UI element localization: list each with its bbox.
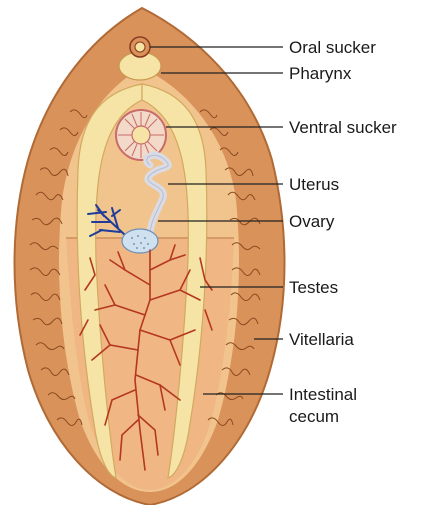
label-cecum: cecum (289, 407, 339, 426)
label-ventral-sucker: Ventral sucker (289, 118, 397, 137)
label-uterus: Uterus (289, 175, 339, 194)
label-intestinal: Intestinal (289, 385, 357, 404)
label-vitellaria: Vitellaria (289, 330, 354, 349)
label-testes: Testes (289, 278, 338, 297)
label-pharynx: Pharynx (289, 64, 352, 83)
ovary (122, 229, 158, 253)
label-ovary: Ovary (289, 212, 335, 231)
oral-sucker-center (135, 42, 145, 52)
label-oral-sucker: Oral sucker (289, 38, 376, 57)
